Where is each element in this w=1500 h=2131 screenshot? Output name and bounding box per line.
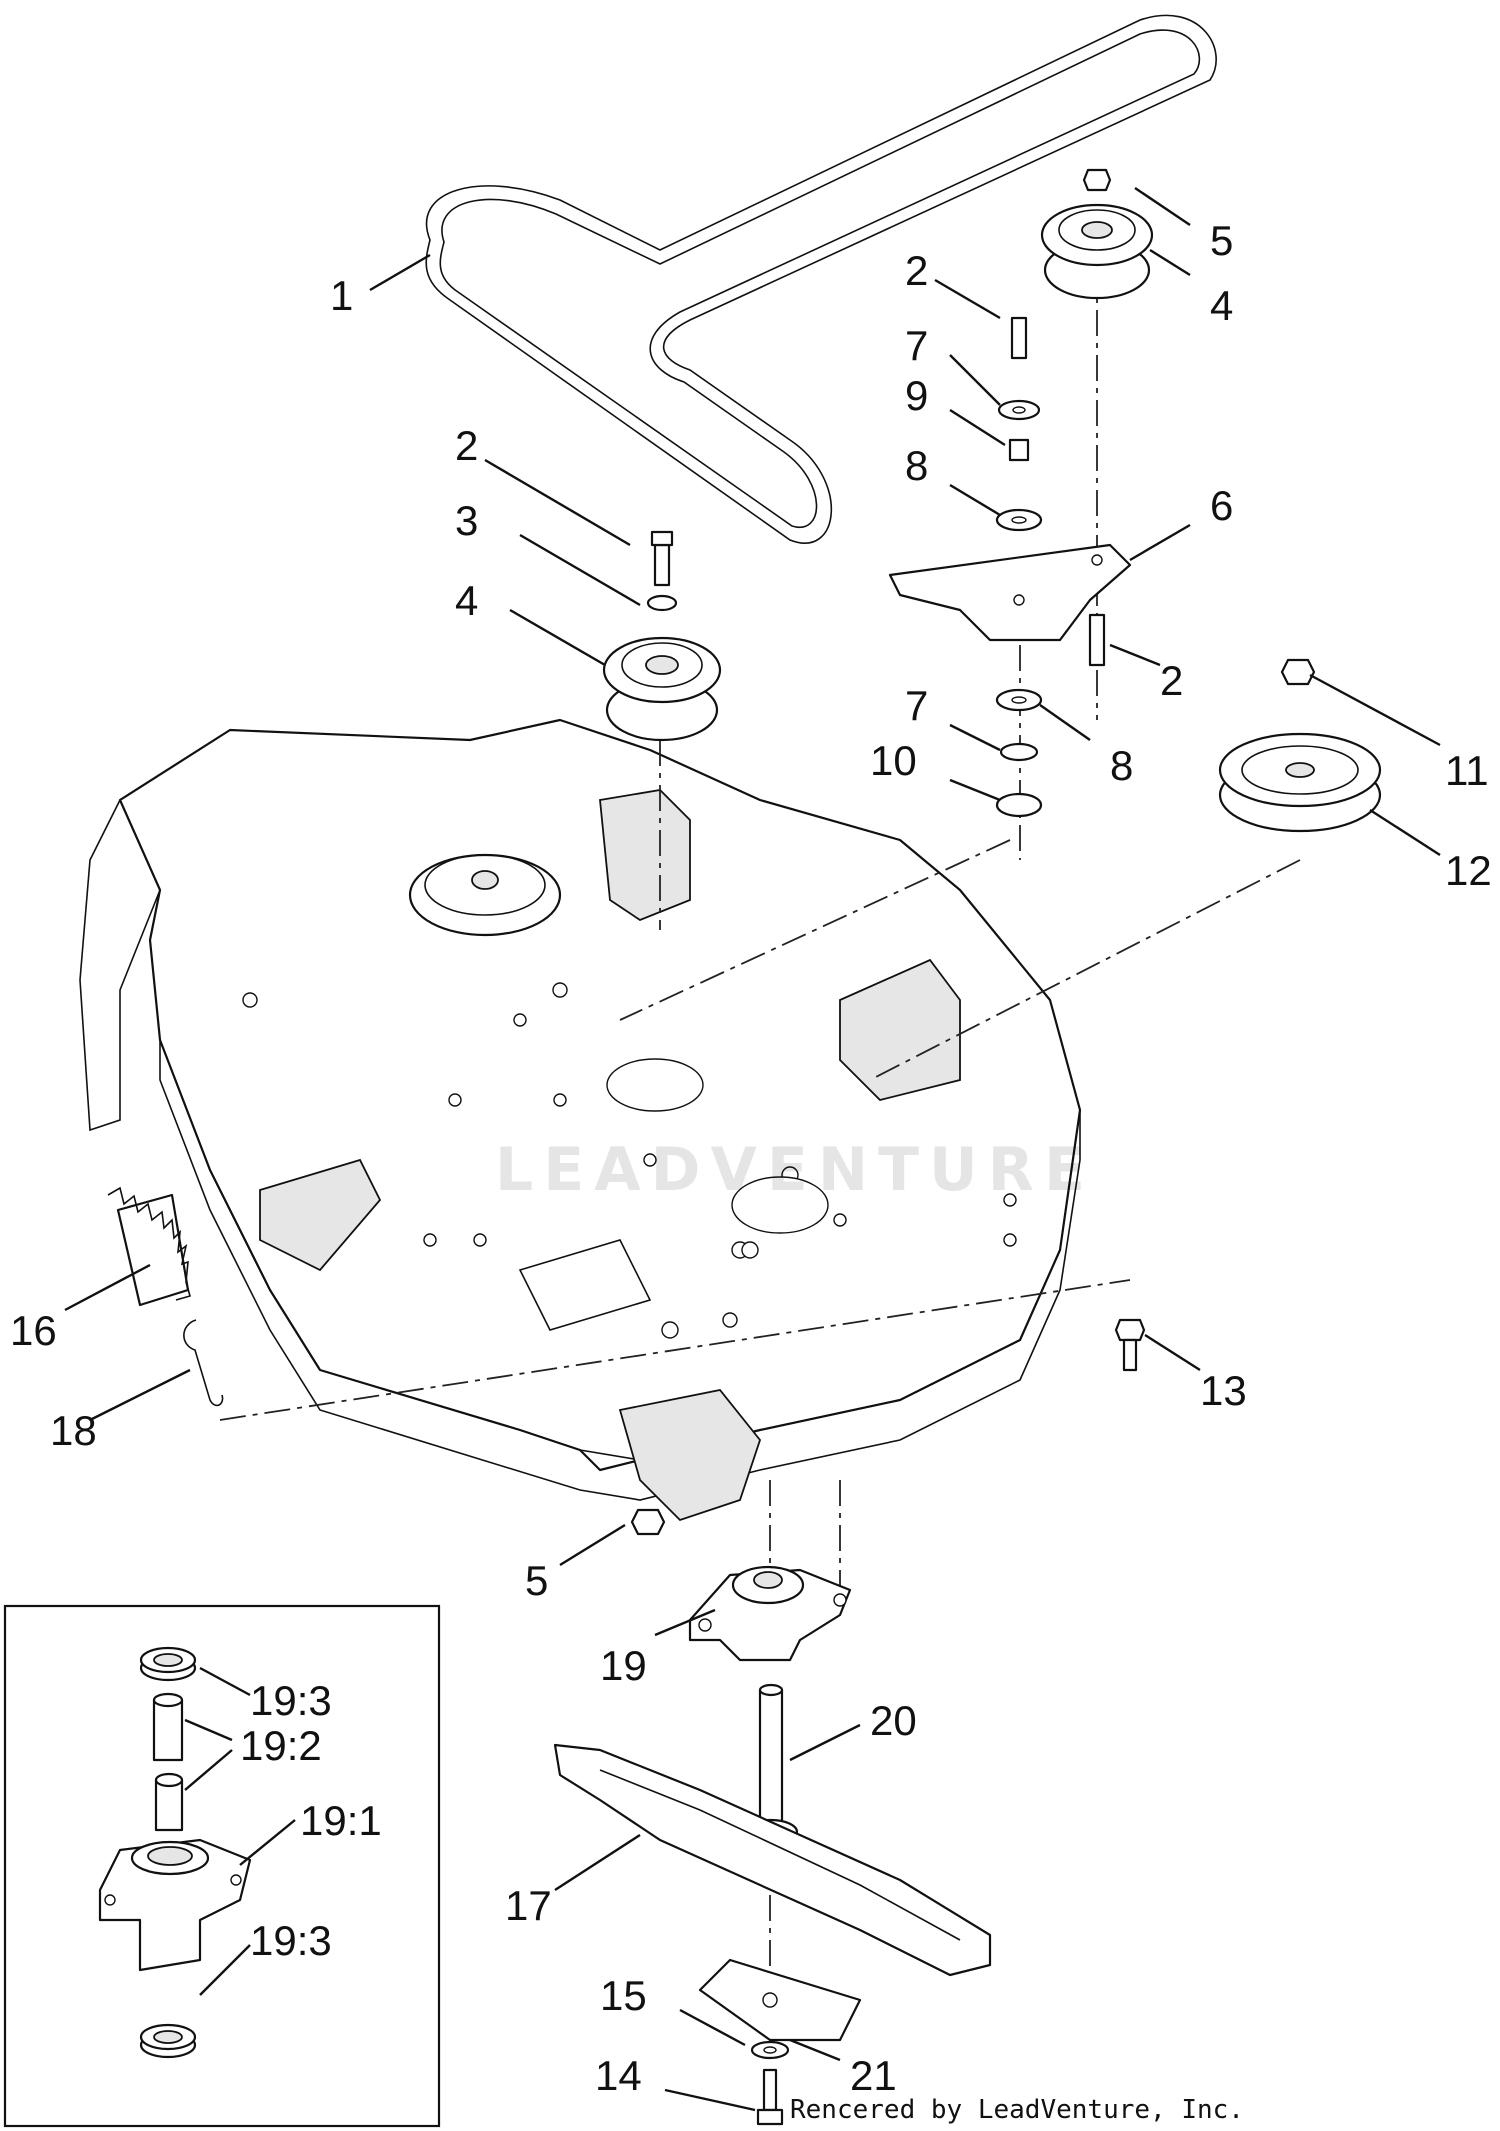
drive-pulley xyxy=(1218,658,1382,833)
hook-18 xyxy=(183,1319,224,1407)
callout-19: 19 xyxy=(600,1642,647,1689)
callout-19-3-bottom: 19:3 xyxy=(250,1917,332,1964)
washer-15 xyxy=(750,2040,790,2060)
callout-7: 7 xyxy=(905,322,928,369)
callout-4: 4 xyxy=(455,577,478,624)
callout-7b: 7 xyxy=(905,682,928,729)
callout-10: 10 xyxy=(870,737,917,784)
callout-16: 16 xyxy=(10,1307,57,1354)
idler-arm-stack xyxy=(888,316,1132,818)
blade-plate-21 xyxy=(698,1958,862,2042)
nut-5-lower xyxy=(630,1508,666,1536)
callout-1: 1 xyxy=(330,272,353,319)
callout-15: 15 xyxy=(600,1972,647,2019)
callout-2c: 2 xyxy=(1160,657,1183,704)
callout-21: 21 xyxy=(850,2052,897,2099)
drive-belt xyxy=(425,14,1217,544)
idler-pulley-right xyxy=(1040,168,1154,300)
callout-11: 11 xyxy=(1445,747,1489,794)
callout-14: 14 xyxy=(595,2052,642,2099)
callout-13: 13 xyxy=(1200,1367,1247,1414)
blade-17 xyxy=(553,1743,992,1977)
callout-19-2: 19:2 xyxy=(240,1722,322,1769)
callout-2: 2 xyxy=(455,422,478,469)
rendered-by-credit: Rencered by LeadVenture, Inc. xyxy=(790,2095,1244,2125)
bolt-14 xyxy=(756,2068,784,2126)
mower-deck xyxy=(79,718,1082,1522)
callout-12: 12 xyxy=(1445,847,1492,894)
callout-20: 20 xyxy=(870,1697,917,1744)
callout-4b: 4 xyxy=(1210,282,1233,329)
callout-5b: 5 xyxy=(525,1557,548,1604)
watermark-text: LEADVENTURE xyxy=(495,1135,1095,1205)
bolt-13 xyxy=(1114,1318,1146,1372)
callout-5: 5 xyxy=(1210,217,1233,264)
callout-19-3-top: 19:3 xyxy=(250,1677,332,1724)
callout-8b: 8 xyxy=(1110,742,1133,789)
callout-17: 17 xyxy=(505,1882,552,1929)
spring-16 xyxy=(107,1186,191,1307)
leader-lines xyxy=(64,187,1441,2112)
spindle-detail-inset xyxy=(3,1604,441,2128)
idler-pulley-left xyxy=(602,530,722,742)
callouts: 1 2 3 4 5 2 7 9 8 6 2 7 10 8 11 12 4 13 … xyxy=(10,217,1492,2099)
callout-2b: 2 xyxy=(905,247,928,294)
callout-3: 3 xyxy=(455,497,478,544)
callout-9: 9 xyxy=(905,372,928,419)
callout-18: 18 xyxy=(50,1407,97,1454)
callout-19-1: 19:1 xyxy=(300,1797,382,1844)
callout-8: 8 xyxy=(905,442,928,489)
spindle-housing-19 xyxy=(688,1565,852,1662)
callout-6: 6 xyxy=(1210,482,1233,529)
